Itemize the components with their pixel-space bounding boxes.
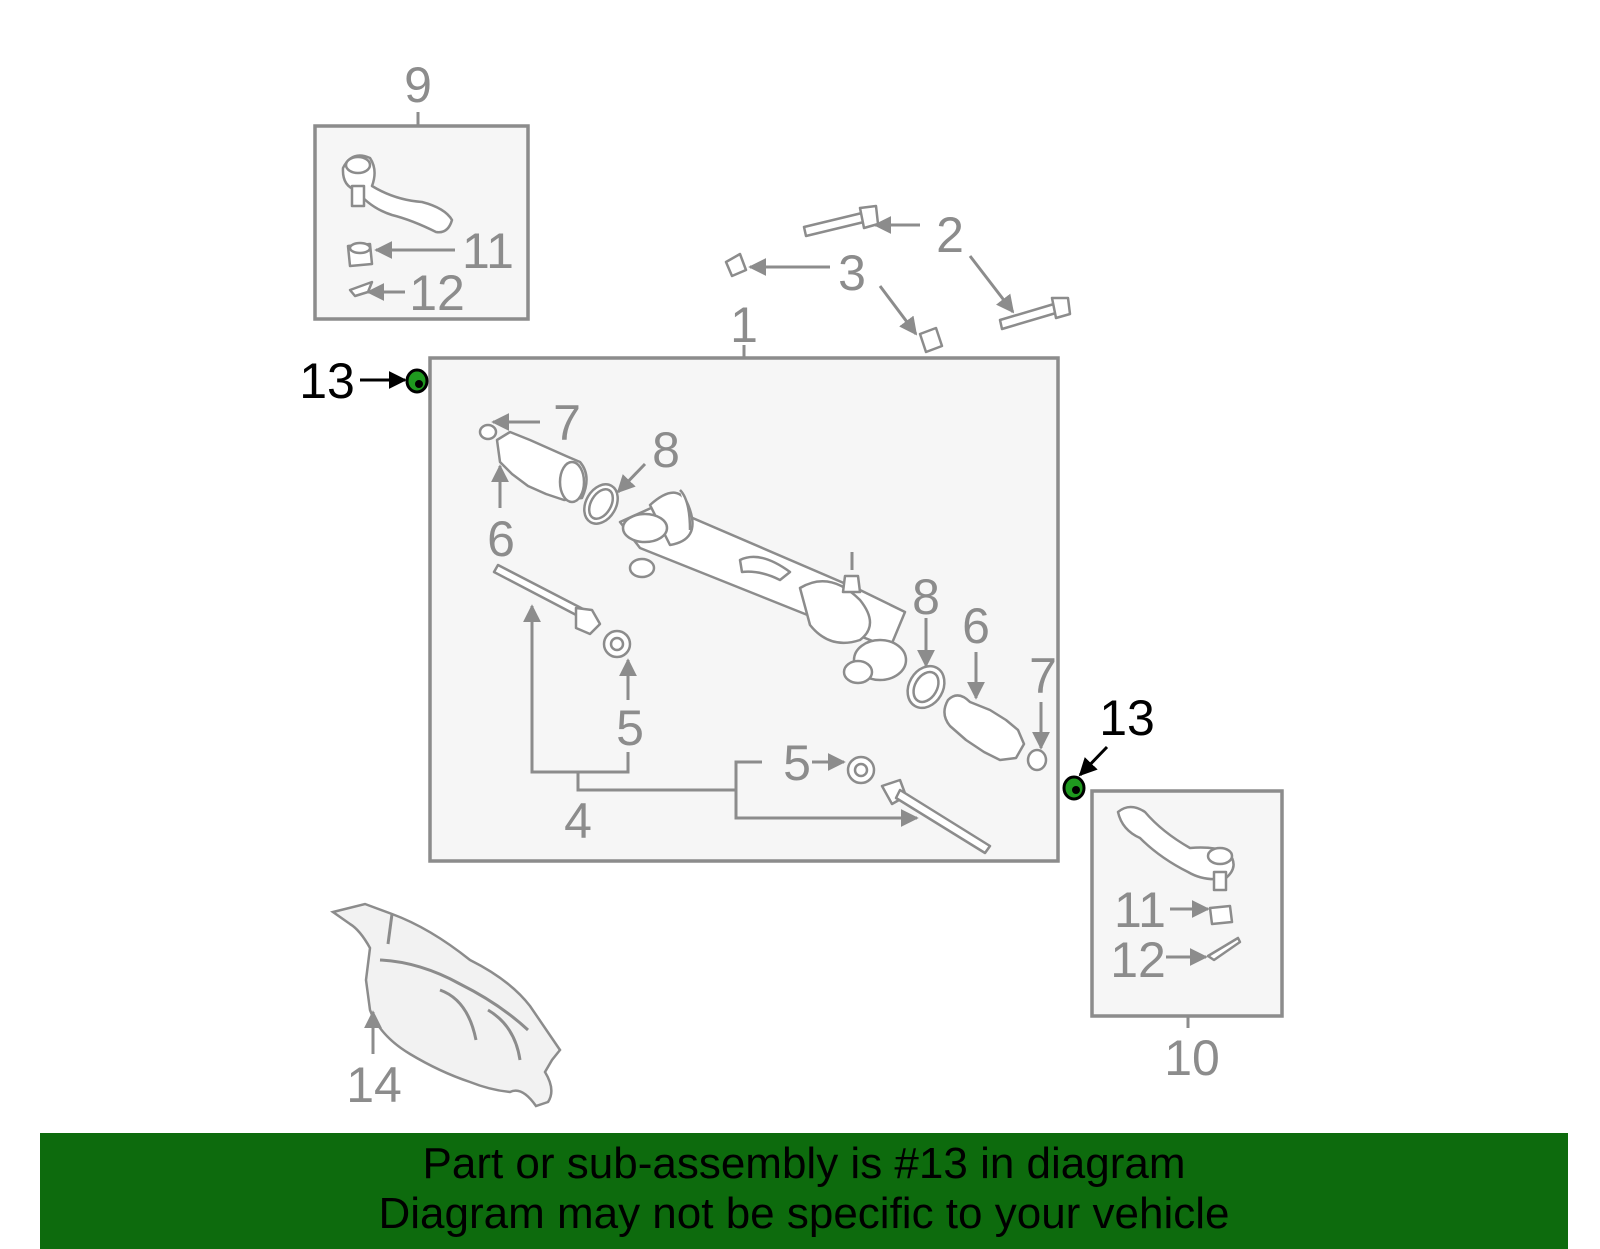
callout-12-right: 12 [1110,932,1166,988]
callout-1: 1 [730,297,758,353]
tie-rod-end-left-group: 9 11 12 [313,57,530,321]
highlight-13-left-group: 13 [299,353,429,409]
callout-4: 4 [564,793,592,849]
tie-rod-4-right [894,788,992,855]
highlight-13-right-group: 13 [1062,690,1155,801]
tie-rod-end-right-group: 10 11 12 [1090,789,1284,1086]
clip-7-right [1026,748,1048,772]
banner-line-1: Part or sub-assembly is #13 in diagram [422,1139,1186,1188]
callout-12-left: 12 [409,265,465,321]
callout-8-left: 8 [652,422,680,478]
cotter-pin-12-right [1206,936,1242,962]
callout-9: 9 [404,57,432,113]
callout-3: 3 [838,245,866,301]
callout-7-left: 7 [553,395,581,451]
callout-14: 14 [346,1057,402,1113]
bolt-2-upper [802,211,866,238]
callout-13-left: 13 [299,353,355,409]
callout-6-left: 6 [487,511,515,567]
callout-5-right: 5 [783,735,811,791]
parts-diagram: 9 11 12 1 [299,57,1284,1113]
callout-6-right: 6 [962,598,990,654]
info-banner: Part or sub-assembly is #13 in diagram D… [40,1133,1568,1249]
tie-rod-end-right [1116,805,1235,881]
callout-13-right: 13 [1099,690,1155,746]
nut-11-right [1208,904,1234,926]
callout-11-right: 11 [1114,882,1166,938]
callout-5-left: 5 [616,700,644,756]
callout-10: 10 [1164,1030,1220,1086]
callout-8-right: 8 [912,569,940,625]
nut-3-upper [724,252,748,278]
rack-housing [618,489,908,685]
callout-7-right: 7 [1029,648,1057,704]
callout-2: 2 [936,207,964,263]
callout-11-left: 11 [462,223,514,279]
heat-shield-group: 14 [330,902,562,1113]
boot-6-right [943,694,1026,762]
nut-3-lower [918,326,944,354]
steering-gear-group: 1 [428,297,1060,863]
banner-line-2: Diagram may not be specific to your vehi… [378,1189,1230,1238]
mounting-hardware-group: 2 3 [724,204,1072,354]
